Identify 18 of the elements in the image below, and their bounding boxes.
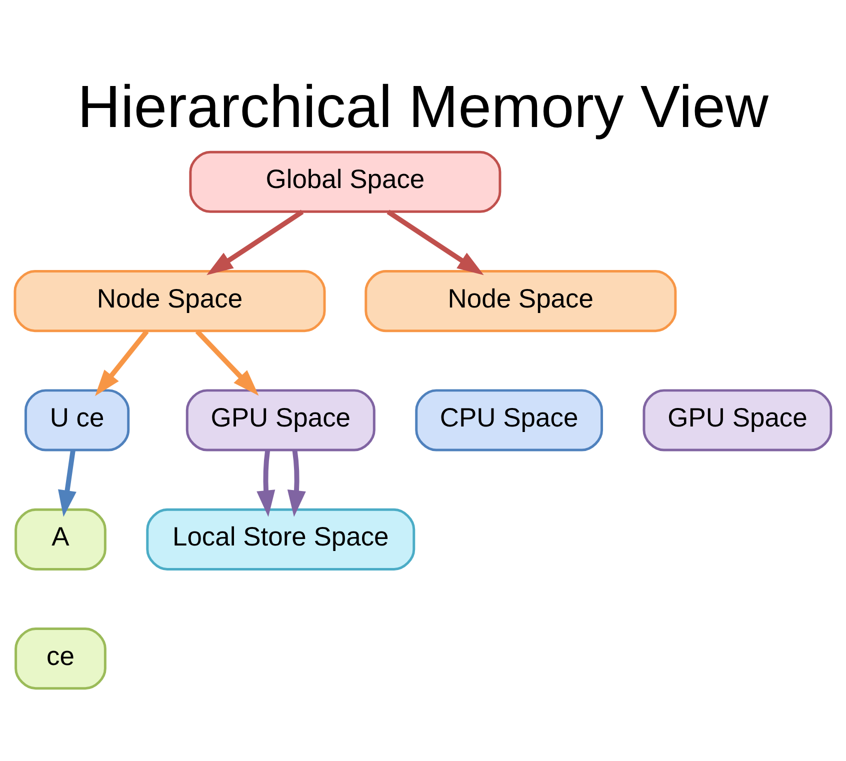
arrow	[195, 330, 259, 396]
node-box: ce	[14, 628, 106, 690]
arrow	[386, 210, 484, 276]
node-box: Node Space	[14, 270, 326, 332]
arrow	[206, 210, 304, 276]
arrow	[256, 450, 276, 517]
arrow	[95, 330, 149, 396]
node-box: GPU Space	[186, 389, 376, 452]
node-box: CPU Space	[415, 389, 604, 452]
node-box: U ce	[24, 389, 130, 452]
arrow	[287, 450, 306, 517]
node-box: Global Space	[189, 150, 502, 213]
node-box: GPU Space	[642, 389, 832, 452]
arrow	[58, 450, 76, 517]
diagram-title: Hierarchical Memory View	[78, 72, 768, 140]
node-box: Local Store Space	[146, 508, 416, 570]
node-box: A	[14, 508, 106, 570]
node-box: Node Space	[364, 270, 677, 332]
